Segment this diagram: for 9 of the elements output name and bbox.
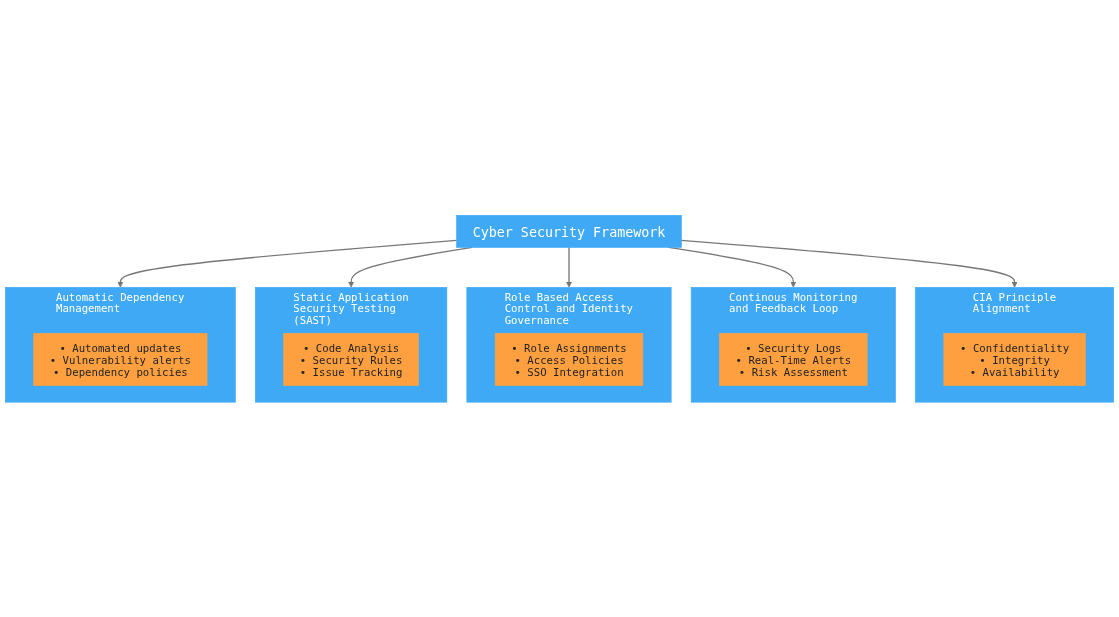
arrow — [680, 239, 1018, 288]
node-box: • Security Logs • Real-Time Alerts • Risk Assessment — [719, 332, 868, 386]
node-box: • Role Assignments • Access Policies • SSO Integration — [494, 332, 644, 386]
node-box: • Code Analysis • Security Rules • Issue Tracking — [283, 332, 419, 386]
arrow — [117, 239, 458, 288]
arrow — [566, 246, 572, 288]
node-box: Cyber Security Framework — [456, 214, 682, 248]
node-box: • Automated updates • Vulnerability alerts • Dependency policies — [33, 332, 208, 386]
node-box: • Confidentiality • Integrity • Availability — [943, 332, 1086, 386]
